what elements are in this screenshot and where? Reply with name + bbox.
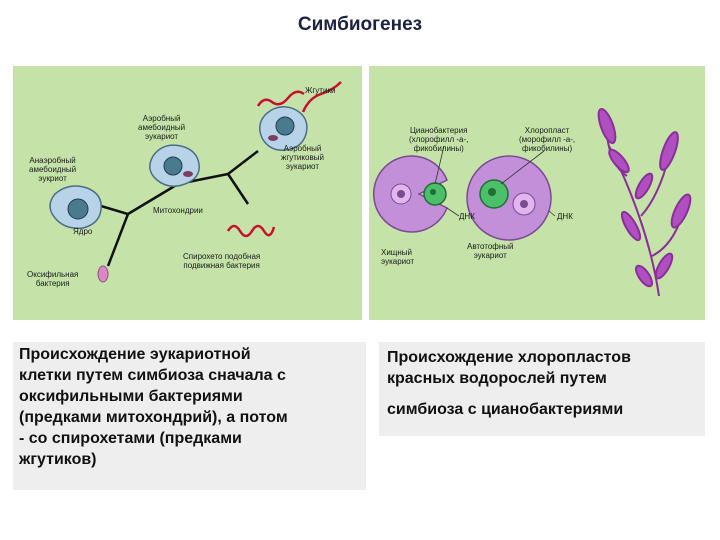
label-predatory-eukaryote: Хищный эукариот bbox=[381, 248, 415, 266]
page-title: Симбиогенез bbox=[297, 14, 423, 35]
label-aerobic-amoeboid: Аэробный амебоидный эукариот bbox=[138, 114, 186, 141]
oxyphilic-bacterium bbox=[97, 265, 109, 283]
label-leader-lines bbox=[434, 145, 556, 217]
label-flagella: Жгутики bbox=[305, 86, 336, 95]
red-alga bbox=[597, 107, 692, 297]
autotrophic-eukaryote-cell bbox=[466, 155, 552, 241]
caption-chloroplast-origin: Происхождение хлоропластов красных водор… bbox=[379, 342, 705, 436]
label-spirochete: Спирохето подобная подвижная бактерия bbox=[183, 252, 261, 270]
caption-right-line: симбиоза с цианобактериями bbox=[387, 401, 624, 418]
label-chloroplast: Хлоропласт (морофилл -а-, фикобилины) bbox=[519, 126, 576, 153]
label-dna-1: ДНК bbox=[459, 212, 475, 221]
tree-branch-to-flagellate bbox=[227, 150, 259, 175]
label-mitochondria: Митохондрии bbox=[153, 206, 203, 215]
caption-left-line: оксифильными бактериями bbox=[19, 388, 243, 405]
spirochete-bottom bbox=[226, 224, 276, 238]
label-oxyphilic-bacterium: Оксифильная бактерия bbox=[27, 270, 79, 288]
eukaryote-origin-diagram: Жгутики Аэробный амебоидный эукариот Ана… bbox=[13, 66, 362, 320]
caption-right-line: красных водорослей путем bbox=[387, 370, 607, 387]
tree-branch-to-anaerobic bbox=[100, 204, 129, 216]
caption-left-line: - со спирохетами (предками bbox=[19, 430, 242, 447]
predatory-eukaryote-cell bbox=[373, 155, 448, 233]
label-dna-2: ДНК bbox=[557, 212, 573, 221]
caption-left-line: жгутиков) bbox=[19, 451, 97, 468]
aerobic-flagellate-cell bbox=[259, 81, 342, 151]
caption-left-line: Происхождение эукариотной bbox=[19, 346, 251, 363]
aerobic-amoeboid-cell bbox=[149, 144, 200, 187]
label-autotrophic-eukaryote: Автотофный эукариот bbox=[467, 242, 514, 260]
label-nucleus: Ядро bbox=[73, 227, 93, 236]
tree-branch-to-spirochete bbox=[226, 173, 250, 205]
chloroplast-origin-svg bbox=[373, 107, 692, 297]
spirochete-top bbox=[256, 90, 305, 107]
caption-left-line: (предками митохондрий), а потом bbox=[19, 409, 288, 426]
tree-trunk bbox=[106, 213, 130, 267]
anaerobic-amoeboid-cell bbox=[49, 185, 102, 230]
label-aerobic-flagellate: Аэробный жгутиковый эукариот bbox=[281, 144, 324, 171]
chloroplast-origin-diagram: Цианобактерия (хлорофилл -а-, фикобилины… bbox=[369, 66, 705, 320]
tree-branch-main bbox=[127, 182, 179, 216]
caption-left-line: клетки путем симбиоза сначала с bbox=[19, 367, 286, 384]
caption-eukaryote-origin: Происхождение эукариотной клетки путем с… bbox=[13, 342, 366, 490]
caption-right-line: Происхождение хлоропластов bbox=[387, 349, 631, 366]
eukaryote-origin-svg bbox=[49, 81, 342, 283]
cyanobacterium-cell bbox=[423, 182, 447, 206]
label-anaerobic-amoeboid: Анаэробный амебоидный эукриот bbox=[29, 156, 77, 183]
label-cyanobacterium: Цианобактерия (хлорофилл -а-, фикобилины… bbox=[409, 126, 469, 153]
